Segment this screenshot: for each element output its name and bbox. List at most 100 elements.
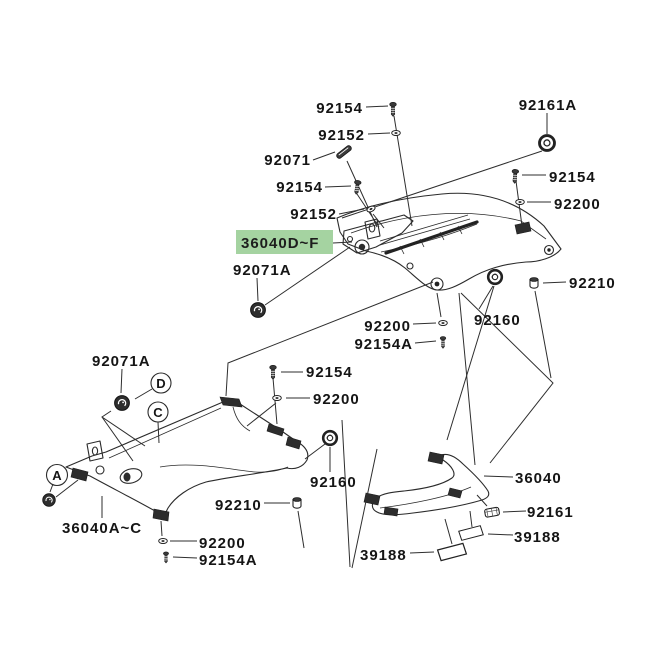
- callout-letter-D: D: [156, 376, 165, 391]
- left-fairing-inner-swoosh: [159, 464, 289, 473]
- pocket: [119, 468, 143, 484]
- mount-ear-hole: [547, 248, 551, 252]
- long-reference-lines: [225, 281, 554, 569]
- bracket-wheel-hub: [358, 243, 366, 251]
- part-label-92154-right[interactable]: 92154: [549, 169, 596, 186]
- cover-clip: [447, 487, 463, 499]
- highlight-box: [236, 230, 333, 254]
- callout-circle-C: [147, 401, 169, 423]
- front-ear-tab: [86, 440, 104, 462]
- part-labels: 92154 92152 92071 92154 92152 92071A 921…: [62, 97, 616, 569]
- part-label-36040AC[interactable]: 36040A~C: [62, 520, 142, 537]
- washer-icon: [391, 130, 401, 136]
- bracket-tab-hole: [368, 223, 376, 233]
- part-label-92200-right[interactable]: 92200: [554, 196, 601, 213]
- part-label-36040[interactable]: 36040: [515, 470, 562, 487]
- collar-icon: [292, 497, 302, 509]
- left-fairing-art: [65, 396, 309, 522]
- part-label-92154-mid[interactable]: 92154: [276, 179, 323, 196]
- front-ear-hole: [91, 446, 99, 456]
- left-fairing-inner-divider: [232, 406, 251, 432]
- washer-icon: [272, 395, 282, 401]
- label-leader-lines: [101, 105, 567, 559]
- part-label-92071A-left[interactable]: 92071A: [92, 353, 151, 370]
- callout-letter-C: C: [153, 405, 163, 420]
- callout-circle-D: [150, 372, 172, 394]
- part-label-92210-bottom[interactable]: 92210: [215, 497, 262, 514]
- screw-icon: [269, 365, 277, 380]
- mount-ear: [430, 277, 444, 291]
- lower-cover-inner: [379, 486, 472, 509]
- grommet-icon: [486, 268, 504, 286]
- part-label-92071[interactable]: 92071: [264, 152, 311, 169]
- part-label-92071A-upper[interactable]: 92071A: [233, 262, 292, 279]
- washer-icon: [158, 538, 168, 544]
- mount-ear-hole: [434, 281, 440, 287]
- screw-icon: [510, 168, 520, 184]
- part-label-92160-bottom[interactable]: 92160: [310, 474, 357, 491]
- rail-end-clip: [266, 423, 285, 437]
- bracket-art: [342, 214, 471, 255]
- part-label-92161[interactable]: 92161: [527, 504, 574, 521]
- pad-icon: [436, 542, 468, 562]
- part-label-39188-left[interactable]: 39188: [360, 547, 407, 564]
- upper-fairing-edge-rail: [384, 220, 479, 255]
- part-label-92210-right[interactable]: 92210: [569, 275, 616, 292]
- bracket-hole: [346, 235, 354, 243]
- nose-clip: [285, 436, 302, 450]
- part-label-92154-top[interactable]: 92154: [316, 100, 363, 117]
- screw-icon: [389, 102, 397, 117]
- apex-clip: [219, 396, 243, 408]
- part-label-39188-right[interactable]: 39188: [514, 529, 561, 546]
- part-label-92154A-bottomleft[interactable]: 92154A: [199, 552, 258, 569]
- upper-fairing-outline: [336, 192, 562, 291]
- part-label-92154A-center[interactable]: 92154A: [354, 336, 413, 353]
- damper-icon: [483, 506, 501, 518]
- part-label-92152-top[interactable]: 92152: [318, 127, 365, 144]
- left-fairing-inner-top: [108, 407, 222, 459]
- part-label-92152-mid[interactable]: 92152: [290, 206, 337, 223]
- pocket-hole: [123, 472, 131, 482]
- collar-icon: [529, 277, 539, 289]
- screw-icon: [439, 336, 447, 349]
- part-label-92200-bottomleft[interactable]: 92200: [199, 535, 246, 552]
- part-label-92200-midleft[interactable]: 92200: [313, 391, 360, 408]
- part-label-92154-midleft[interactable]: 92154: [306, 364, 353, 381]
- cover-clip: [363, 492, 381, 506]
- cover-clip: [383, 506, 399, 517]
- mount-tab: [514, 221, 532, 235]
- part-label-92160-right[interactable]: 92160: [474, 312, 521, 329]
- bracket-wheel: [354, 239, 370, 255]
- pad-icon: [457, 524, 485, 542]
- grommet-dark-icon: [113, 394, 131, 412]
- grommet-dark-icon: [249, 301, 267, 319]
- screw-icon: [352, 179, 362, 195]
- rod-icon: [335, 144, 353, 160]
- mount-hole: [406, 262, 414, 270]
- washer-icon: [438, 320, 448, 326]
- mount-ear: [543, 244, 555, 256]
- washer-icon: [515, 199, 525, 205]
- fasteners: [42, 102, 556, 564]
- tail-clip: [70, 467, 89, 482]
- grommet-icon: [538, 134, 556, 152]
- upper-fairing-inner-top: [350, 213, 547, 240]
- cover-clip: [427, 451, 445, 465]
- lower-cover-art: [363, 451, 490, 517]
- callout-letter-A: A: [52, 468, 62, 483]
- part-label-92161A[interactable]: 92161A: [519, 97, 578, 114]
- grommet-dark-icon: [42, 493, 56, 507]
- grommet-icon: [321, 429, 339, 447]
- bracket-strip: [379, 214, 471, 246]
- bracket-body: [342, 214, 414, 254]
- upper-fairing-art: [336, 192, 562, 291]
- bottom-clip: [152, 508, 170, 522]
- lower-cover-outline: [371, 453, 490, 516]
- tail-hole: [95, 465, 105, 475]
- bracket-tab: [364, 218, 381, 240]
- part-label-36040DF[interactable]: 36040D~F: [241, 235, 319, 252]
- part-label-92200-center[interactable]: 92200: [364, 318, 411, 335]
- rail-ticks: [399, 225, 463, 255]
